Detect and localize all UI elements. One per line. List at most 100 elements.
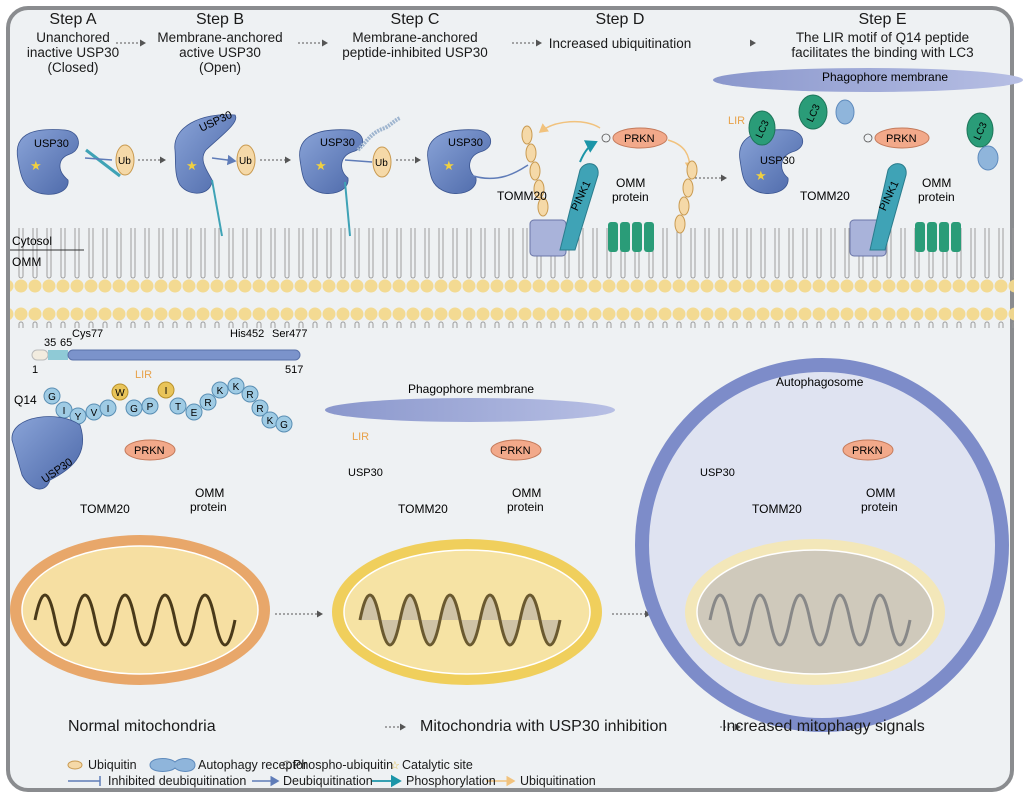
- peptide-residue-letter: K: [217, 386, 224, 397]
- peptide-residue-letter: I: [165, 386, 168, 397]
- peptide-residue-letter: E: [191, 408, 198, 419]
- tm-helix-icon: [85, 148, 121, 178]
- tomm20-label: TOMM20: [752, 502, 802, 516]
- tomm20-icon: [529, 219, 567, 257]
- omm-label: OMM: [12, 255, 41, 269]
- omm-protein-label-2: protein: [507, 500, 544, 514]
- peptide-residue: [275, 415, 293, 433]
- phospho-icon: [863, 133, 873, 143]
- legend-phosphorylation: Phosphorylation: [406, 774, 496, 788]
- peptide-residue-letter: G: [280, 420, 288, 431]
- peptide-residue: [199, 393, 217, 411]
- peptide-residue: [227, 377, 245, 395]
- step-c-title: Step C: [390, 11, 440, 28]
- usp30-closed: [16, 129, 79, 195]
- tomm20-label: TOMM20: [497, 189, 547, 203]
- usp30: [427, 129, 492, 194]
- phagophore-label: Phagophore membrane: [408, 382, 534, 396]
- position-517: 517: [285, 364, 303, 376]
- legend-receptor-icon: [149, 758, 196, 772]
- peptide-residue: [111, 383, 129, 401]
- usp30: [739, 129, 804, 194]
- cristae: [358, 593, 562, 647]
- step-a-line-2: inactive USP30: [26, 45, 120, 60]
- ub-label: Ub: [375, 158, 388, 169]
- cys77-label: Cys77: [72, 328, 103, 340]
- peptide-residue-letter: I: [107, 404, 110, 415]
- omm-protein-label-1: OMM: [922, 176, 951, 190]
- phospho-icon: [601, 133, 611, 143]
- step-b-illustration: USP30 ★ Ub: [174, 109, 291, 237]
- peptide-residue-letter: R: [246, 390, 253, 401]
- peptide-residue-letter: R: [204, 398, 211, 409]
- step-d-title: Step D: [595, 11, 645, 28]
- prkn-icon: [874, 127, 930, 149]
- omm-protein-label-2: protein: [612, 190, 649, 204]
- omm-protein-label-1: OMM: [512, 486, 541, 500]
- q14-label: Q14: [14, 393, 37, 407]
- autophagy-receptor-icon: [977, 145, 999, 171]
- step-b-line-1: Membrane-anchored: [157, 30, 283, 45]
- usp30-domain-map: 35 65 Cys77 His452 Ser477 1 517: [31, 328, 307, 376]
- autophagy-receptor-icon: [835, 99, 855, 125]
- step-d-line-1: Increased ubiquitination: [548, 36, 692, 51]
- step-d-header: Step D Increased ubiquitination: [535, 10, 705, 51]
- pink1-icon: [869, 163, 907, 251]
- prkn-label: PRKN: [624, 133, 655, 145]
- phagophore-membrane: [325, 398, 615, 422]
- omm-protein-label-2: protein: [861, 500, 898, 514]
- step-e-line-2: facilitates the binding with LC3: [791, 45, 974, 60]
- phosphorylation-arrow: [579, 140, 598, 163]
- inhibited-deub-arrow: [344, 159, 373, 163]
- usp30-label: USP30: [760, 155, 795, 167]
- prkn-label: PRKN: [852, 445, 883, 457]
- usp30-label: USP30: [348, 467, 383, 479]
- n-terminal-segment: [31, 349, 49, 361]
- legend-catalytic-icon: ☆: [390, 760, 400, 772]
- prkn-icon: [842, 439, 894, 461]
- legend-phospho-ubiquitin: Phospho-ubiquitin: [293, 758, 394, 772]
- peptide-residue-letter: R: [256, 404, 263, 415]
- tomm20-label: TOMM20: [80, 502, 130, 516]
- prkn-label: PRKN: [500, 445, 531, 457]
- usp30-label: USP30: [320, 137, 355, 149]
- legend-phospho-icon: [282, 760, 292, 770]
- step-c-header: Step C Membrane-anchored peptide-inhibit…: [330, 10, 500, 60]
- position-65: 65: [60, 337, 72, 349]
- omm-protein-icon: [608, 222, 654, 252]
- peptide-residue: [241, 385, 259, 403]
- peptide-residue: [251, 399, 269, 417]
- legend-deubiquitination: Deubiquitination: [283, 774, 373, 788]
- ubiquitin-icon: [236, 144, 256, 176]
- peptide-residue: [141, 397, 159, 415]
- step-c-illustration: USP30 ★ Ub: [299, 116, 421, 237]
- step-a-line-3: (Closed): [47, 60, 99, 75]
- autophagosome-panel: Autophagosome PRKN TOMM20 OMM protein US…: [635, 358, 1009, 732]
- omm-protein-label-2: protein: [918, 190, 955, 204]
- normal-mitochondria-panel: PRKN TOMM20 OMM protein USP30: [10, 416, 270, 685]
- peptide-lir-label: LIR: [135, 369, 152, 381]
- catalytic-site-icon: ★: [30, 158, 42, 173]
- ubiquitination-arrow: [538, 120, 601, 133]
- membrane-anchor: [344, 181, 351, 237]
- legend-inhibited-deubiquitination: Inhibited deubiquitination: [108, 774, 247, 788]
- membrane-anchor: [211, 179, 223, 237]
- phagophore-membrane: [713, 68, 1023, 92]
- caption-normal: Normal mitochondria: [68, 718, 216, 735]
- step-b-line-3: (Open): [198, 60, 242, 75]
- peptide-residue-letter: Y: [75, 412, 82, 423]
- legend-ubiquitin-icon: [67, 760, 83, 770]
- ubiquitination-arrow: [667, 139, 696, 172]
- peptide-residue-letter: K: [233, 382, 240, 393]
- usp30-open: [174, 114, 237, 194]
- omm-protein-label-1: OMM: [195, 486, 224, 500]
- step-d-illustration: USP30 ★ TOMM20 PINK1 PRKN OMM protein: [427, 120, 727, 257]
- usp30-label: USP30: [700, 467, 735, 479]
- lc3-icon: [748, 110, 776, 146]
- step-e-illustration: Phagophore membrane USP30 ★ LC3 LIR LC3 …: [713, 68, 1023, 257]
- peptide-residue-letter: G: [48, 392, 56, 403]
- step-b-header: Step B Membrane-anchored active USP30 (O…: [150, 10, 290, 75]
- deubiquitination-arrow: [211, 154, 237, 166]
